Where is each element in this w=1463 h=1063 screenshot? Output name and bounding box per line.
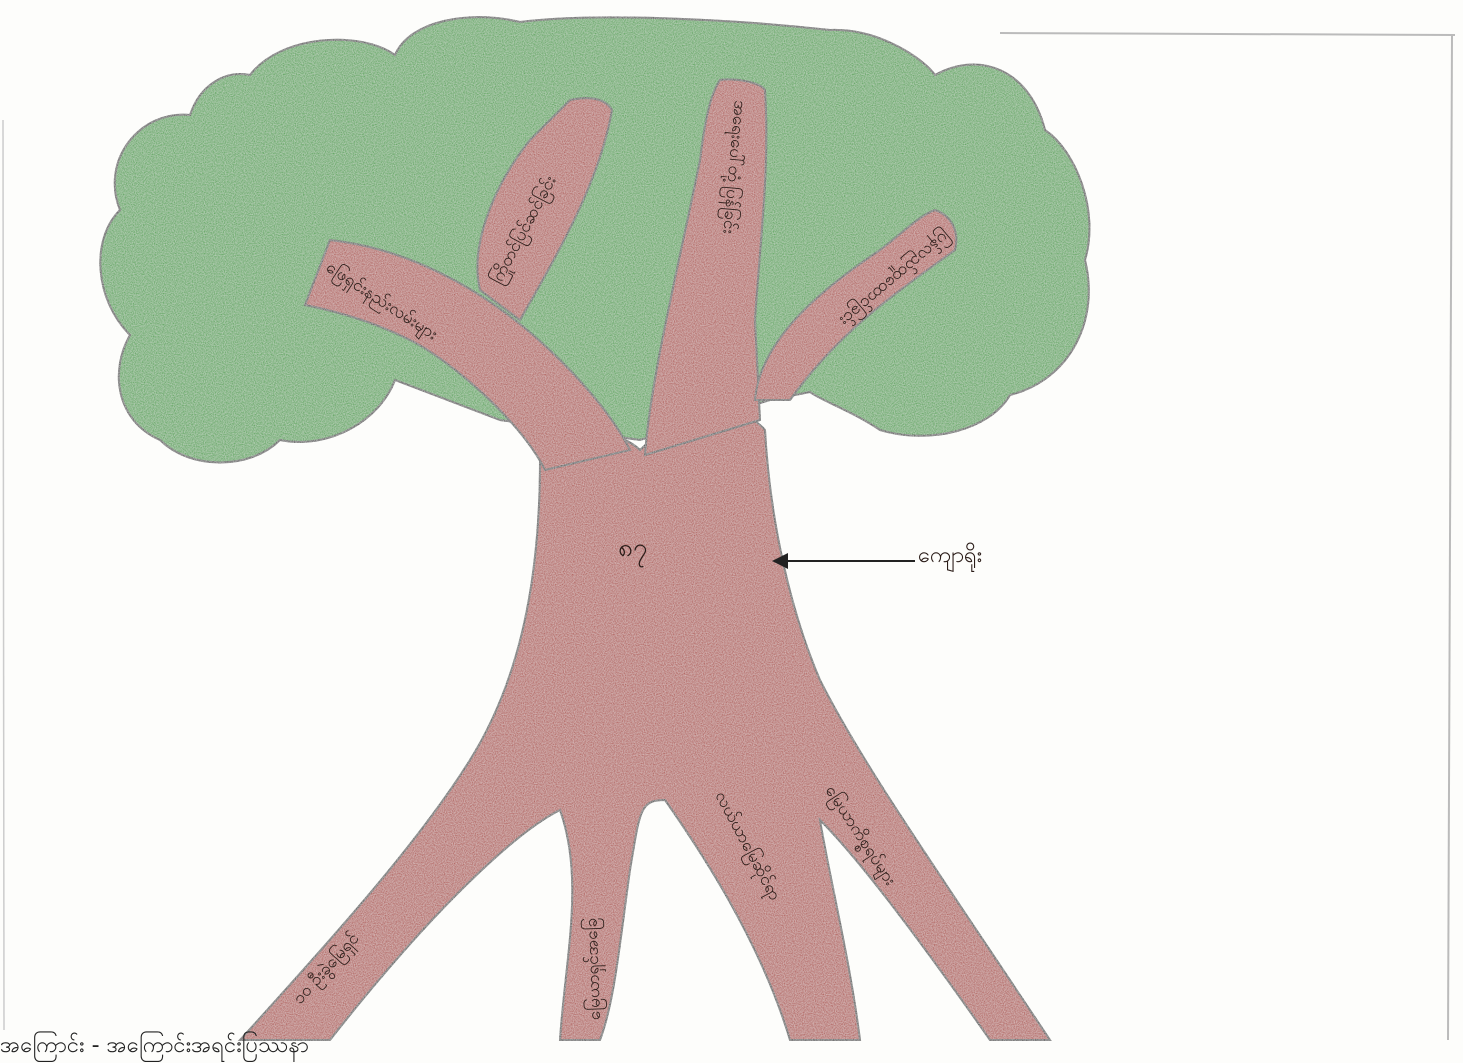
figure-caption: အကြောင်း - အကြောင်းအရင်းပြဿနာ <box>0 1030 309 1063</box>
trunk-number: ၈၇ <box>618 530 647 569</box>
page-border-top <box>1000 33 1455 35</box>
trunk-label: ကျောရိုး <box>918 540 982 573</box>
page-border-right <box>1448 35 1452 1040</box>
page-border-left <box>3 120 4 1030</box>
tree-trunk <box>240 413 1050 1040</box>
